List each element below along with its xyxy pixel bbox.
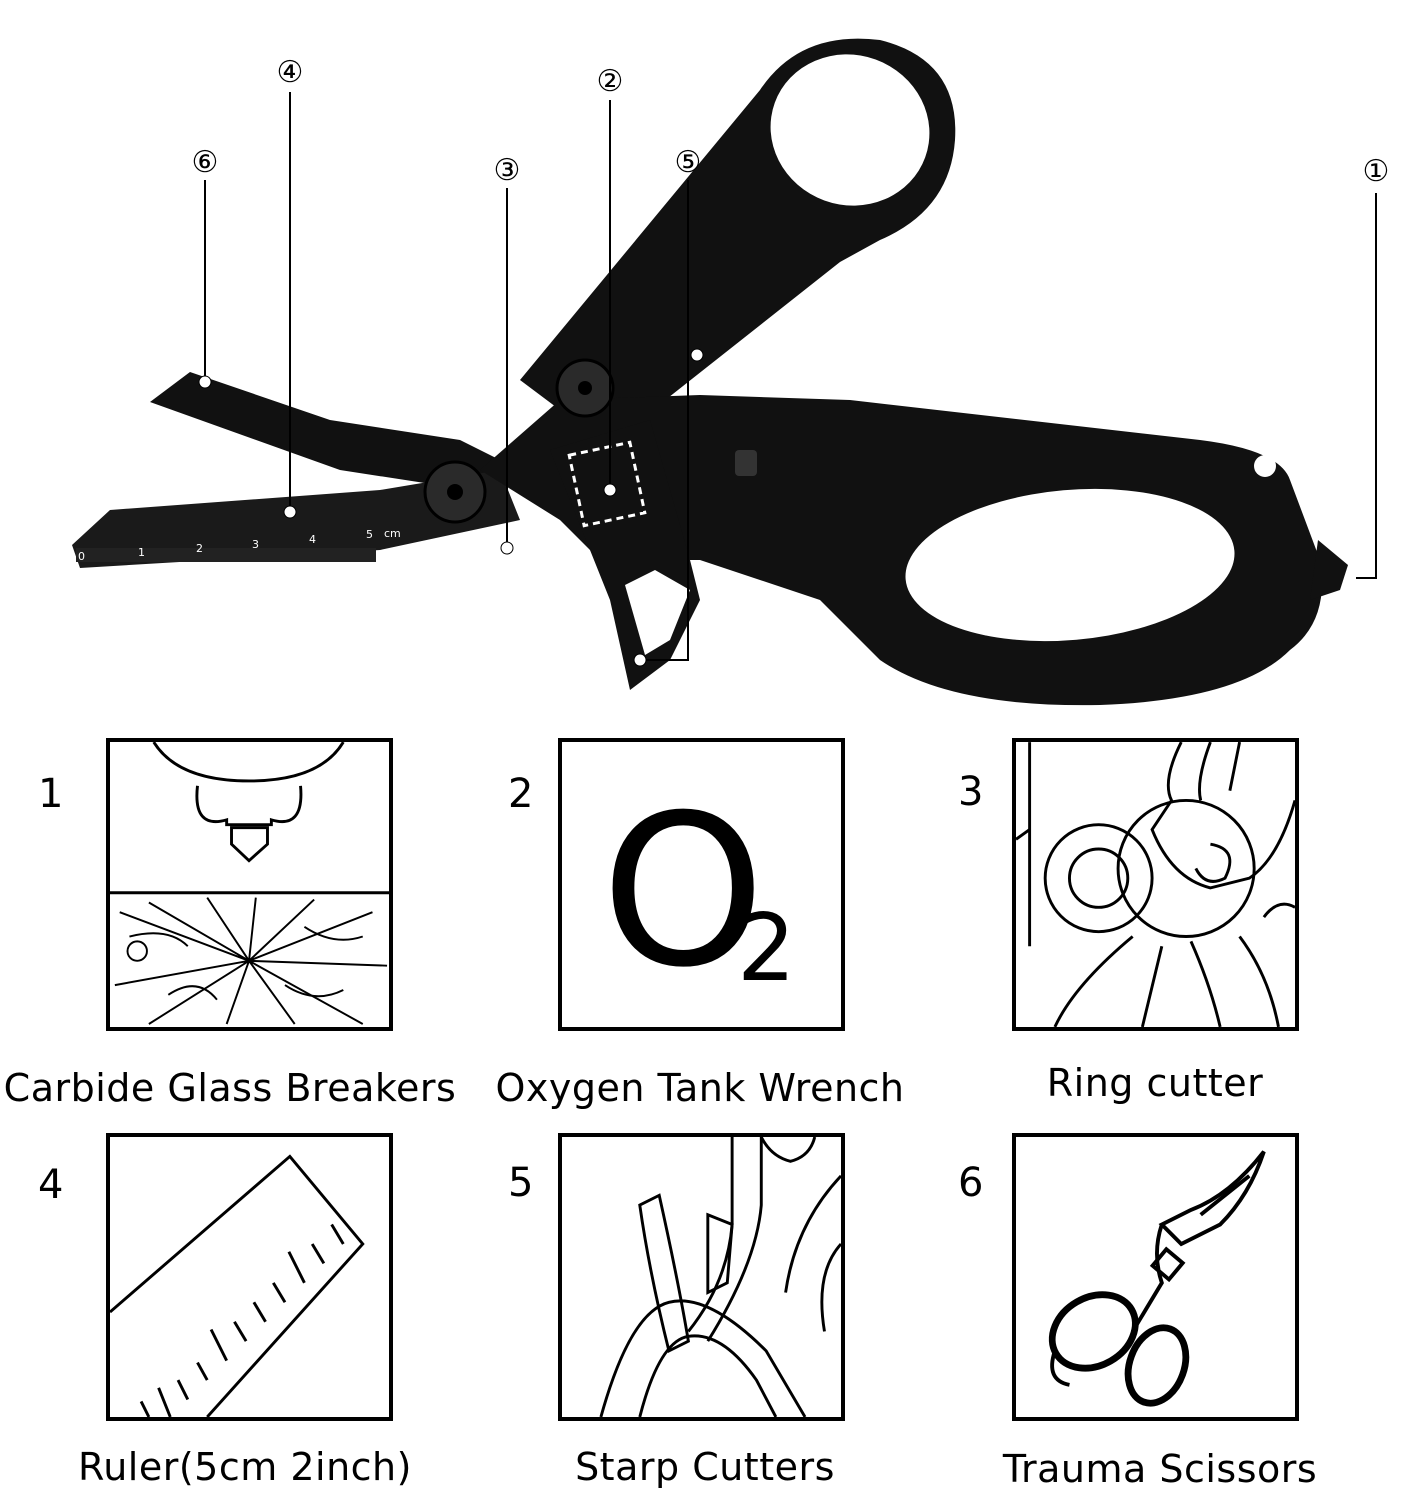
feature-ring-cutter: 3 Ring cutter xyxy=(930,738,1400,1118)
feature-number: 5 xyxy=(508,1160,534,1206)
feature-number: 1 xyxy=(38,771,64,817)
ruler-mark: 4 xyxy=(309,533,316,546)
o2-symbol: O xyxy=(601,771,766,1014)
feature-ruler: 4 Ruler(5cm 2inch) xyxy=(0,1133,470,1500)
feature-label: Starp Cutters xyxy=(575,1445,835,1489)
feature-label: Ruler(5cm 2inch) xyxy=(78,1445,412,1489)
ruler-scale: 0 1 2 3 4 5 cm xyxy=(78,527,401,563)
ruler-mark: 2 xyxy=(196,542,203,555)
callout-3: ③ xyxy=(494,153,521,188)
callout-5: ⑤ xyxy=(675,145,702,180)
feature-label: Carbide Glass Breakers xyxy=(3,1066,457,1110)
ruler-mark: 1 xyxy=(138,546,145,559)
scissors-diagram: 0 1 2 3 4 5 cm ① ② ③ ④ ⑤ ⑥ xyxy=(72,38,1390,706)
feature-label: Oxygen Tank Wrench xyxy=(495,1066,905,1110)
feature-trauma-scissors: 6 Trauma Scissors xyxy=(930,1133,1400,1500)
feature-label: Ring cutter xyxy=(1046,1061,1264,1105)
feature-strap-cutter: 5 Starp Cutters xyxy=(470,1133,930,1500)
feature-oxygen-wrench: 2 O 2 Oxygen Tank Wrench xyxy=(470,738,930,1118)
ruler-icon xyxy=(106,1133,393,1421)
feature-glass-breaker: 1 Carbide Glass Breakers xyxy=(0,738,470,1118)
feature-number: 3 xyxy=(958,769,984,815)
scissors-tool xyxy=(72,38,1348,706)
glass-breaker-icon xyxy=(106,738,393,1031)
callout-4: ④ xyxy=(277,55,304,90)
ruler-mark: 0 xyxy=(78,550,85,563)
feature-number: 2 xyxy=(508,771,534,817)
callout-6: ⑥ xyxy=(192,145,219,180)
oxygen-o2-icon: O 2 xyxy=(558,738,845,1031)
callout-numbers: ① ② ③ ④ ⑤ ⑥ xyxy=(192,55,1390,189)
callout-1: ① xyxy=(1363,154,1390,189)
callout-2: ② xyxy=(597,64,624,99)
ruler-unit: cm xyxy=(384,527,401,540)
strap-cutter-icon xyxy=(558,1133,845,1421)
ruler-mark: 3 xyxy=(252,538,259,551)
feature-label: Trauma Scissors xyxy=(1002,1447,1318,1491)
ruler-mark: 5 xyxy=(366,528,373,541)
trauma-scissors-icon xyxy=(1012,1133,1299,1421)
feature-number: 4 xyxy=(38,1162,64,1208)
o2-subscript: 2 xyxy=(737,894,796,1002)
ring-cutter-icon xyxy=(1012,738,1299,1031)
feature-number: 6 xyxy=(958,1160,984,1206)
callout-lines xyxy=(204,92,1377,661)
